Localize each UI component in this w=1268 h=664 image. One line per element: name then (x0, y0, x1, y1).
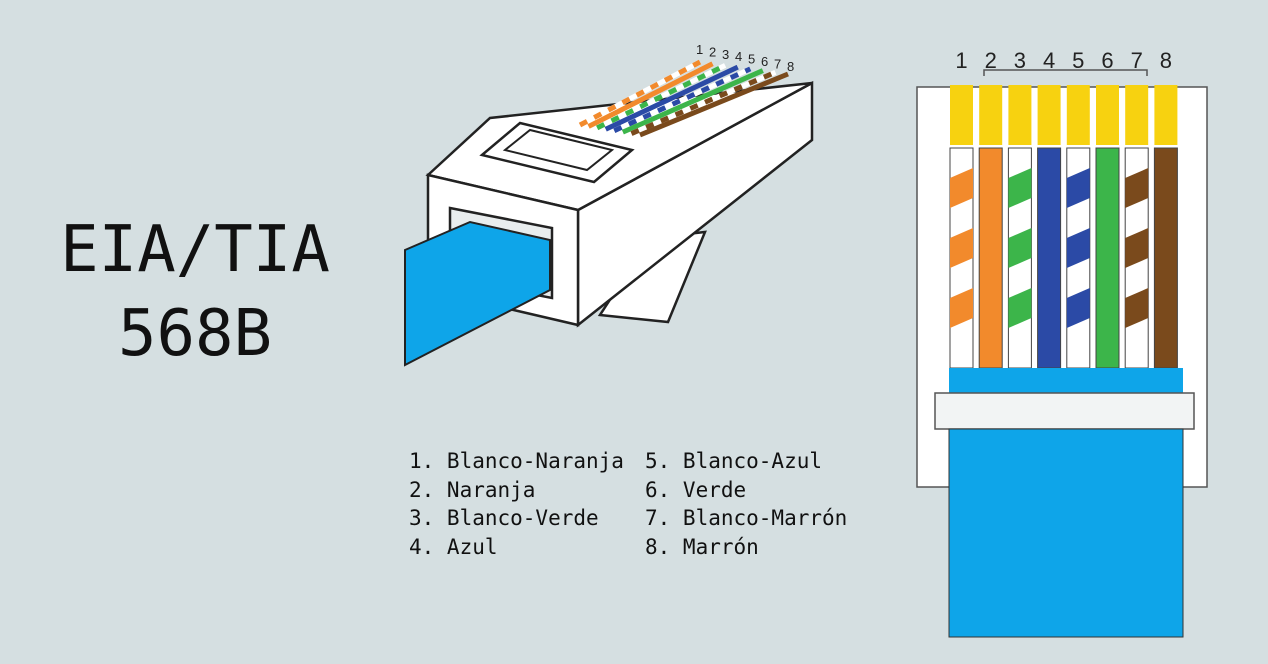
wire-5 (1066, 85, 1091, 369)
cable (404, 220, 551, 367)
persp-wire-2 (587, 61, 714, 129)
crimp-bar (934, 392, 1195, 430)
pin-number-small: 4 (735, 49, 742, 64)
pin-number: 3 (1014, 48, 1026, 73)
legend-item: 2. Naranja (409, 477, 536, 502)
persp-wire-6 (621, 68, 764, 135)
pin-number-small: 1 (696, 42, 703, 57)
legend-item: 7. Blanco-Marrón (645, 506, 848, 531)
pin-number: 7 (1131, 48, 1143, 73)
legend-item: 8. Marrón (645, 535, 759, 560)
wire-6 (1095, 85, 1120, 369)
legend-item: 6. Verde (645, 477, 747, 502)
wire-7 (1124, 85, 1149, 369)
wire-8 (1153, 85, 1178, 369)
legend-item: 4. Azul (409, 535, 498, 560)
pin-number-small: 7 (774, 56, 781, 71)
pin-number: 5 (1072, 48, 1084, 73)
pin-number-small: 2 (709, 44, 716, 59)
cable-jacket (948, 428, 1184, 638)
persp-wire-1 (578, 59, 702, 128)
pin-number-small: 6 (761, 54, 768, 69)
pin-number: 6 (1101, 48, 1113, 73)
wire-3 (1007, 85, 1032, 369)
pin-number-small: 5 (748, 52, 755, 67)
pin-number-small: 8 (787, 59, 794, 74)
persp-wire-8 (639, 71, 789, 138)
persp-wire-5 (613, 66, 752, 133)
wire-2 (978, 85, 1003, 369)
wire-1 (949, 85, 974, 369)
pin-number: 2 (985, 48, 997, 73)
persp-wire-7 (630, 69, 777, 136)
wire-strands (949, 85, 1178, 369)
wire-4 (1037, 85, 1062, 369)
perspective-wires (578, 59, 789, 138)
legend-item: 1. Blanco-Naranja (409, 449, 624, 473)
pin-number: 4 (1043, 48, 1055, 73)
legend-item: 5. Blanco-Azul (645, 449, 823, 473)
pin-number: 1 (955, 48, 967, 73)
standard-title: EIA/TIA (60, 213, 330, 287)
pin-number-small: 3 (722, 47, 729, 62)
color-legend: 1. Blanco-Naranja 2. Naranja 3. Blanco-V… (409, 449, 875, 564)
persp-wire-3 (596, 63, 727, 131)
persp-wire-4 (604, 64, 739, 132)
pin-number: 8 (1160, 48, 1172, 73)
standard-code: 568B (117, 297, 273, 371)
legend-item: 3. Blanco-Verde (409, 506, 599, 531)
